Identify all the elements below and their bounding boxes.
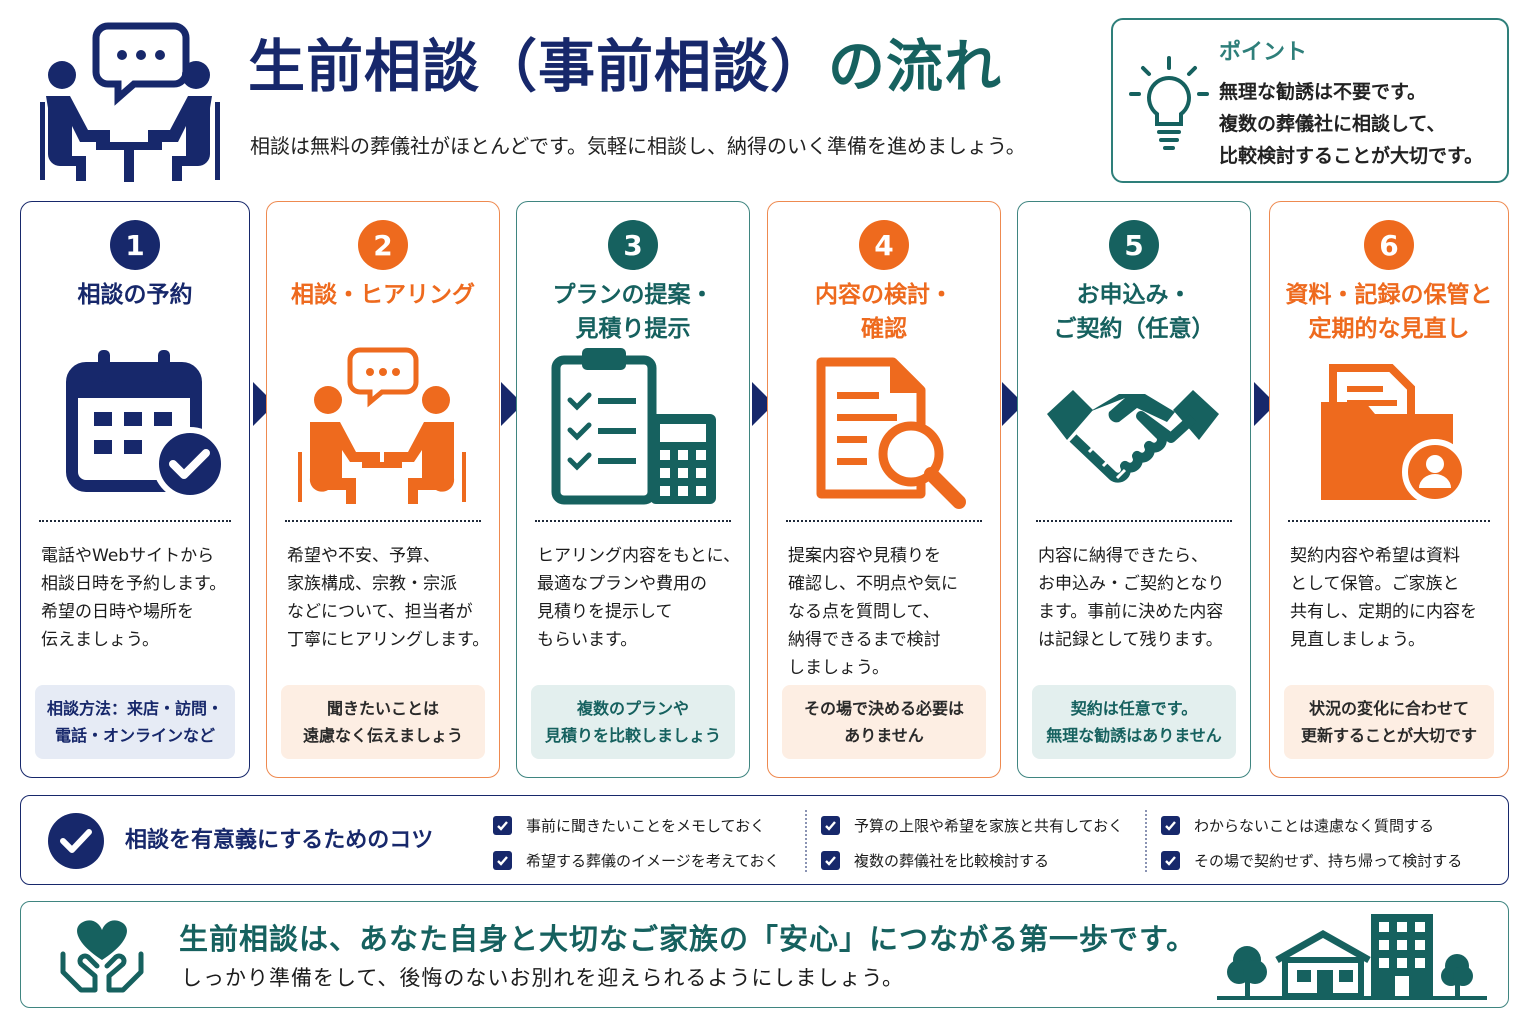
step-title: プランの提案・見積り提示 [552, 282, 714, 342]
step-description: ヒアリング内容をもとに、最適なプランや費用の見積りを提示してもらいます。 [537, 546, 741, 650]
step-number: 2 [358, 220, 408, 270]
checkbox-icon [1161, 816, 1180, 835]
house-building-trees-icon [1217, 914, 1487, 1000]
page-subtitle: 相談は無料の葬儀社がほとんどです。気軽に相談し、納得のいく準備を進めましょう。 [250, 134, 1026, 158]
point-line: 無理な勧誘は不要です。 [1219, 81, 1427, 103]
tip-item: 事前に聞きたいことをメモしておく [493, 815, 765, 836]
point-line: 複数の葬儀社に相談して、 [1219, 113, 1446, 135]
step-number: 4 [859, 220, 909, 270]
step-note: 複数のプランや見積りを比較しましょう [531, 685, 735, 759]
arrow-right-icon [501, 382, 523, 426]
heart-hands-icon [60, 920, 144, 993]
document-search-icon [816, 357, 966, 509]
step-description: 契約内容や希望は資料として保管。ご家族と共有し、定期的に内容を見直しましょう。 [1290, 546, 1477, 650]
step-4-card: 4 内容の検討・確認 提案内容や見積りを確認し、不明点や気になる点を質問して、納… [767, 201, 1001, 778]
tip-item: 希望する葬儀のイメージを考えておく [493, 850, 780, 871]
step-title: 相談の予約 [77, 282, 193, 308]
checkbox-icon [821, 851, 840, 870]
step-2-card: 2 相談・ヒアリング 希望や不安、予算、家族構成、宗教・宗派などについて、担当者… [266, 201, 500, 778]
point-box: ポイント 無理な勧誘は不要です。 複数の葬儀社に相談して、 比較検討することが大… [1111, 18, 1509, 183]
tip-item: 予算の上限や希望を家族と共有しておく [821, 815, 1123, 836]
step-number: 1 [110, 220, 160, 270]
checkbox-icon [1161, 851, 1180, 870]
page-title: 生前相談（事前相談）の流れ [248, 34, 1002, 100]
step-note: 契約は任意です。無理な勧誘はありません [1032, 685, 1236, 759]
step-number: 6 [1364, 220, 1414, 270]
step-3-card: 3 プランの提案・見積り提示 ヒアリング内容をもとに、最適なプランや費用の見積り… [516, 201, 750, 778]
step-note: その場で決める必要はありません [782, 685, 986, 759]
point-line: 比較検討することが大切です。 [1219, 145, 1484, 167]
arrow-right-icon [752, 382, 774, 426]
tips-title: 相談を有意義にするためのコツ [125, 828, 434, 853]
checkbox-icon [493, 851, 512, 870]
tip-item: 複数の葬儀社を比較検討する [821, 850, 1049, 871]
step-title: 内容の検討・確認 [815, 282, 953, 342]
step-1-card: 1 相談の予約 電話やWebサイトから相談日時を予約します。希望の日時や場所を伝… [20, 201, 250, 778]
step-number: 5 [1109, 220, 1159, 270]
tip-item: わからないことは遠慮なく質問する [1161, 815, 1434, 836]
footer-sub-text: しっかり準備をして、後悔のないお別れを迎えられるようにしましょう。 [181, 966, 905, 990]
footer-banner: 生前相談は、あなた自身と大切なご家族の「安心」につながる第一歩です。 しっかり準… [20, 901, 1509, 1008]
step-description: 電話やWebサイトから相談日時を予約します。希望の日時や場所を伝えましょう。 [41, 546, 227, 650]
step-title: 資料・記録の保管と定期的な見直し [1285, 282, 1493, 342]
tips-panel: 相談を有意義にするためのコツ 事前に聞きたいことをメモしておく 希望する葬儀のイ… [20, 795, 1509, 885]
step-note: 状況の変化に合わせて更新することが大切です [1284, 685, 1494, 759]
step-description: 内容に納得できたら、お申込み・ご契約となります。事前に決めた内容は記録として残り… [1038, 546, 1225, 650]
consultation-meeting-icon [298, 347, 466, 504]
folder-person-icon [1321, 364, 1468, 505]
handshake-icon [1047, 390, 1219, 483]
step-note: 聞きたいことは遠慮なく伝えましょう [281, 685, 485, 759]
calendar-check-icon [66, 350, 226, 501]
consultation-header-icon [40, 22, 220, 182]
step-title: お申込み・ご契約（任意） [1053, 282, 1215, 342]
step-description: 提案内容や見積りを確認し、不明点や気になる点を質問して、納得できるまで検討しまし… [788, 546, 958, 678]
step-title: 相談・ヒアリング [291, 282, 475, 308]
clipboard-calculator-icon [551, 348, 716, 505]
point-title: ポイント [1219, 40, 1308, 65]
checkbox-icon [493, 816, 512, 835]
lightbulb-icon [1129, 56, 1209, 150]
step-note: 相談方法：来店・訪問・電話・オンラインなど [35, 685, 235, 759]
step-6-card: 6 資料・記録の保管と定期的な見直し 契約内容や希望は資料として保管。ご家族と共… [1269, 201, 1509, 778]
tip-item: その場で契約せず、持ち帰って検討する [1161, 850, 1462, 871]
step-number: 3 [608, 220, 658, 270]
arrow-right-icon [1002, 382, 1024, 426]
step-5-card: 5 お申込み・ご契約（任意） 内容に納得できたら、お申込み・ご契約となります。事… [1017, 201, 1251, 778]
step-description: 希望や不安、予算、家族構成、宗教・宗派などについて、担当者が丁寧にヒアリングしま… [287, 546, 490, 650]
footer-main-text: 生前相談は、あなた自身と大切なご家族の「安心」につながる第一歩です。 [179, 922, 1197, 956]
arrow-right-icon [1254, 382, 1276, 426]
checkbox-icon [821, 816, 840, 835]
arrow-right-icon [253, 382, 275, 426]
check-circle-icon [48, 813, 104, 869]
